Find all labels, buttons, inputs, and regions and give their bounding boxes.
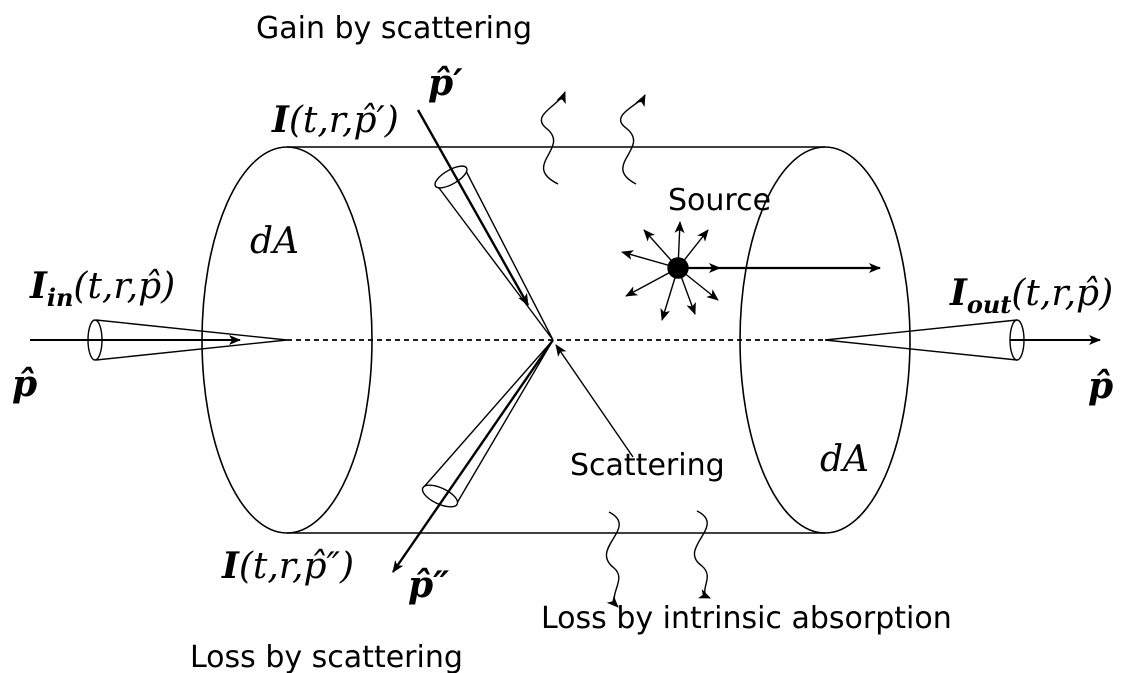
source-dot xyxy=(667,257,689,279)
I-prime-label: I(t,r,p̂′) xyxy=(271,99,399,141)
source xyxy=(621,221,881,321)
gain-cone-base xyxy=(434,165,468,189)
gain-cone xyxy=(435,170,554,341)
outgoing-cone xyxy=(824,319,1018,361)
loss-cone-base xyxy=(421,484,459,508)
scattering-label: Scattering xyxy=(570,448,725,483)
wavy-arrows-top xyxy=(540,91,646,185)
I-in-label: Iin(t,r,p̂) xyxy=(29,265,175,312)
gain-by-scattering-label: Gain by scattering xyxy=(256,11,532,46)
dA-right-label: dA xyxy=(820,439,869,480)
p-hat-prime-label: p̂′ xyxy=(428,62,463,104)
p-hat-double-prime-label: p̂″ xyxy=(408,564,449,606)
loss-arrow xyxy=(392,339,554,573)
incoming-cone xyxy=(95,319,288,361)
loss-by-absorption-label: Loss by intrinsic absorption xyxy=(541,601,952,636)
p-hat-left-label: p̂ xyxy=(12,363,37,405)
dA-left-label: dA xyxy=(250,221,299,262)
source-label: Source xyxy=(668,183,771,218)
p-hat-right-label: p̂ xyxy=(1088,365,1113,407)
gain-scatter-beam xyxy=(416,109,554,341)
outgoing-beam xyxy=(824,319,1101,361)
incoming-beam xyxy=(30,319,288,361)
loss-cone xyxy=(422,339,554,504)
loss-by-scattering-label: Loss by scattering xyxy=(190,640,463,673)
I-out-label: Iout(t,r,p̂) xyxy=(949,272,1113,319)
wavy-arrows-bottom xyxy=(605,510,711,608)
I-double-prime-label: I(t,r,p̂″) xyxy=(221,545,354,587)
loss-scatter-beam xyxy=(392,339,554,573)
scattering-pointer xyxy=(555,344,634,458)
gain-arrow xyxy=(416,109,530,306)
